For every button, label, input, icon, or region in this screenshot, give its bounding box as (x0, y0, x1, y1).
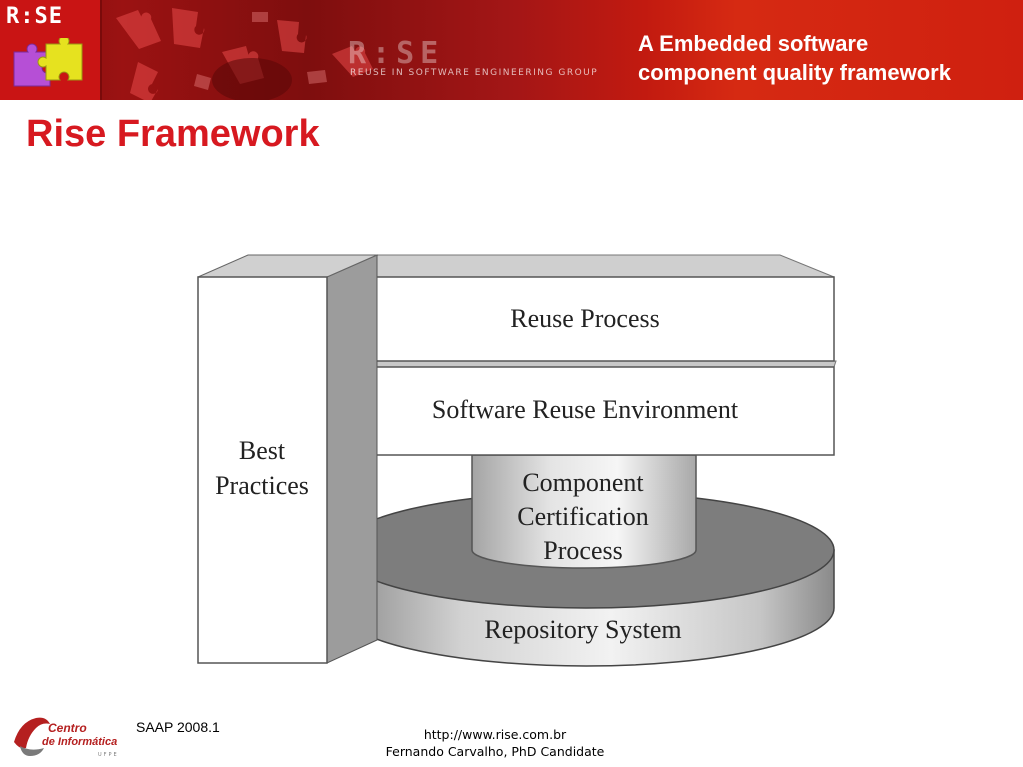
repository-system-label: Repository System (484, 615, 681, 644)
component-label-line1: Component (522, 468, 644, 497)
footer-version: SAAP 2008.1 (136, 719, 220, 735)
rise-logo-text: R:SE (6, 4, 63, 29)
header-title: A Embedded software component quality fr… (638, 29, 1018, 87)
best-practices-label-line1: Best (239, 436, 286, 465)
centro-informatica-logo: Centro de Informática UFPE (14, 717, 119, 758)
rise-framework-diagram: Best Practices Reuse Process Software Re… (197, 254, 837, 667)
footer-url: http://www.rise.com.br (423, 727, 567, 742)
page-title: Rise Framework (26, 113, 320, 155)
centro-informatica-icon (14, 717, 50, 756)
reuse-process-label: Reuse Process (510, 304, 659, 333)
header-banner: R:SE R:SE REUSE IN SOFTWARE ENGINEERING … (0, 0, 1023, 100)
footer-logo-line2: de Informática (42, 736, 117, 748)
best-practices-pillar (197, 254, 378, 664)
header-title-line2: component quality framework (638, 60, 951, 85)
software-reuse-environment-layer (335, 360, 837, 456)
puzzle-logo-icon (13, 38, 83, 87)
footer-credits: http://www.rise.com.br Fernando Carvalho… (345, 726, 645, 760)
software-reuse-environment-label: Software Reuse Environment (432, 395, 739, 424)
component-label-line3: Process (543, 536, 622, 565)
footer-logo-line1: Centro (48, 721, 87, 735)
banner-puzzle-art (116, 8, 373, 100)
reuse-process-layer (335, 254, 835, 362)
footer-logo-line3: UFPE (98, 752, 119, 758)
footer-author: Fernando Carvalho, PhD Candidate (385, 744, 605, 759)
brand-tagline: REUSE IN SOFTWARE ENGINEERING GROUP (350, 68, 599, 78)
rise-logo: R:SE (0, 0, 102, 100)
brand-watermark: R:SE (348, 36, 445, 71)
component-label-line2: Certification (517, 502, 648, 531)
header-title-line1: A Embedded software (638, 31, 869, 56)
best-practices-label-line2: Practices (215, 471, 309, 500)
component-certification-cylinder (471, 454, 697, 569)
